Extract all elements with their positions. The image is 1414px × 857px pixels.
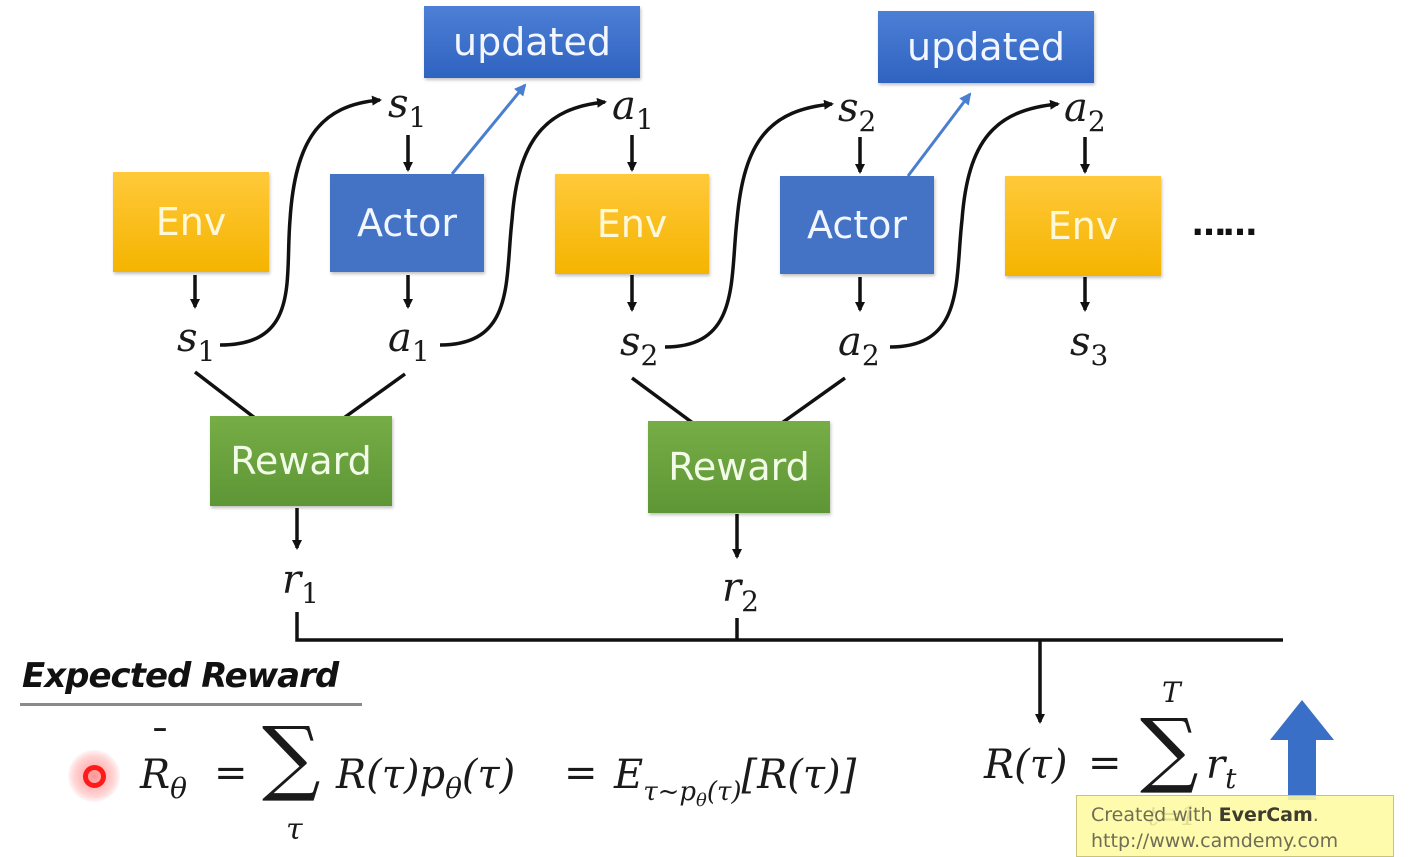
ellipsis: ……	[1192, 204, 1257, 244]
update-arrow-2	[906, 92, 972, 177]
curve-s1	[219, 95, 382, 347]
laser-pointer-icon	[68, 750, 120, 802]
sum-term: R(τ)pθ(τ)	[336, 752, 516, 805]
heading-underline	[20, 703, 362, 706]
var-a1-top: a1	[612, 83, 654, 136]
var-s2-top: s2	[838, 85, 877, 138]
var-s1-bottom: s1	[177, 315, 216, 368]
curve-s2	[664, 99, 834, 349]
reward-box-1: Reward	[210, 416, 392, 506]
reward-box-2: Reward	[648, 421, 830, 513]
var-a1-bottom: a1	[388, 315, 430, 368]
update-arrow-1	[450, 83, 527, 175]
watermark-line-1: Created with EverCam.	[1091, 804, 1319, 826]
updated-box-2: updated	[878, 11, 1094, 83]
var-s1-top: s1	[388, 81, 427, 134]
curve-a2	[889, 99, 1060, 349]
env-box-2: Env	[555, 174, 709, 274]
actor-box-1: Actor	[330, 174, 484, 272]
var-r2: r2	[722, 565, 759, 618]
expected-reward-formula: ¯ Rθ = ∑ τ R(τ)pθ(τ) = Eτ~pθ(τ)[R(τ)]	[140, 710, 857, 847]
var-r1: r1	[282, 557, 319, 610]
big-up-arrow-icon	[1270, 700, 1334, 800]
curve-a1	[439, 97, 607, 347]
env-box-1: Env	[113, 172, 269, 272]
watermark-line-2: http://www.camdemy.com	[1091, 830, 1339, 852]
var-s3-bottom: s3	[1070, 319, 1109, 372]
sum-bracket	[295, 612, 1283, 642]
rbar-theta: ¯ Rθ	[140, 722, 187, 805]
expectation-term: Eτ~pθ(τ)[R(τ)]	[614, 752, 857, 811]
updated-box-1: updated	[424, 6, 640, 78]
return-term: rt	[1206, 742, 1237, 795]
expected-reward-heading: Expected Reward	[22, 656, 339, 696]
var-s2-bottom: s2	[620, 319, 659, 372]
actor-box-2: Actor	[780, 176, 934, 274]
var-a2-bottom: a2	[838, 319, 880, 372]
env-box-3: Env	[1005, 176, 1161, 276]
evercam-watermark: Created with EverCam. http://www.camdemy…	[1076, 795, 1394, 857]
var-a2-top: a2	[1064, 85, 1106, 138]
